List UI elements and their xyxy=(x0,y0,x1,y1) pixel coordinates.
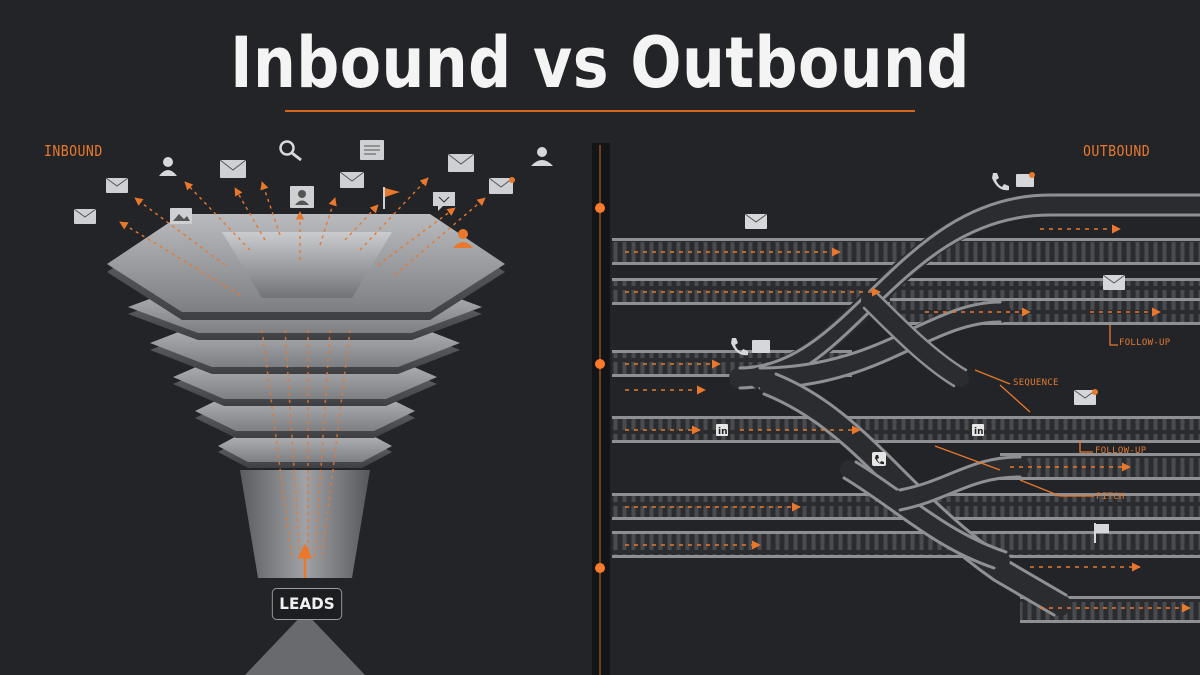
pitch-tag: PITCH xyxy=(1096,492,1125,502)
inbound-arrows xyxy=(119,177,486,296)
inbound-label: INBOUND xyxy=(44,142,103,160)
funnel-layer-top xyxy=(107,214,505,320)
email-icon xyxy=(447,153,475,172)
flag-icon xyxy=(383,187,400,209)
phone-icon xyxy=(992,173,1009,191)
email-icon xyxy=(339,171,365,188)
outbound-label: OUTBOUND xyxy=(1083,142,1151,160)
funnel-flow-lines xyxy=(261,329,351,561)
svg-text:in: in xyxy=(974,427,984,437)
followup-tag: FOLLOW-UP xyxy=(1095,446,1147,456)
curved-rails xyxy=(729,193,1200,617)
user-icon xyxy=(453,229,473,248)
user-icon xyxy=(159,157,177,176)
flag-icon xyxy=(1094,523,1109,543)
followup-tag: FOLLOW-UP xyxy=(1119,338,1171,348)
sequence-tag: SEQUENCE xyxy=(1013,378,1059,388)
rail-markers: in in xyxy=(716,424,984,466)
title-underline xyxy=(285,110,915,112)
search-icon xyxy=(279,140,302,162)
email-icon xyxy=(744,213,768,229)
chat-icon xyxy=(1016,172,1035,187)
funnel-chute xyxy=(240,470,370,578)
leads-label: LEADS xyxy=(271,588,343,620)
email-icon xyxy=(1073,389,1098,405)
funnel xyxy=(107,214,505,675)
email-icon xyxy=(219,159,247,178)
outbound-tracks: in in xyxy=(612,193,1200,623)
svg-text:in: in xyxy=(718,427,728,437)
email-icon xyxy=(73,208,97,224)
callout-leaders xyxy=(934,325,1118,497)
image-icon xyxy=(170,208,192,224)
email-icon xyxy=(105,177,129,193)
outbound-flow xyxy=(625,224,1191,613)
document-icon xyxy=(360,140,384,160)
page-title: Inbound vs Outbound xyxy=(230,22,970,104)
email-icon xyxy=(488,177,515,194)
linkedin-icon: in xyxy=(716,424,728,437)
funnel-exit-cone xyxy=(245,612,365,675)
divider xyxy=(592,143,610,675)
inbound-icons xyxy=(73,140,553,248)
email-icon xyxy=(1102,274,1126,290)
user-icon xyxy=(531,147,553,166)
chat-icon xyxy=(433,192,455,211)
linkedin-icon: in xyxy=(972,424,984,437)
profile-card-icon xyxy=(290,186,314,208)
track-5 xyxy=(612,416,1200,443)
phone-icon xyxy=(731,338,748,356)
chat-icon xyxy=(752,340,770,353)
outbound-icons xyxy=(731,172,1126,543)
phone-icon xyxy=(872,452,886,466)
